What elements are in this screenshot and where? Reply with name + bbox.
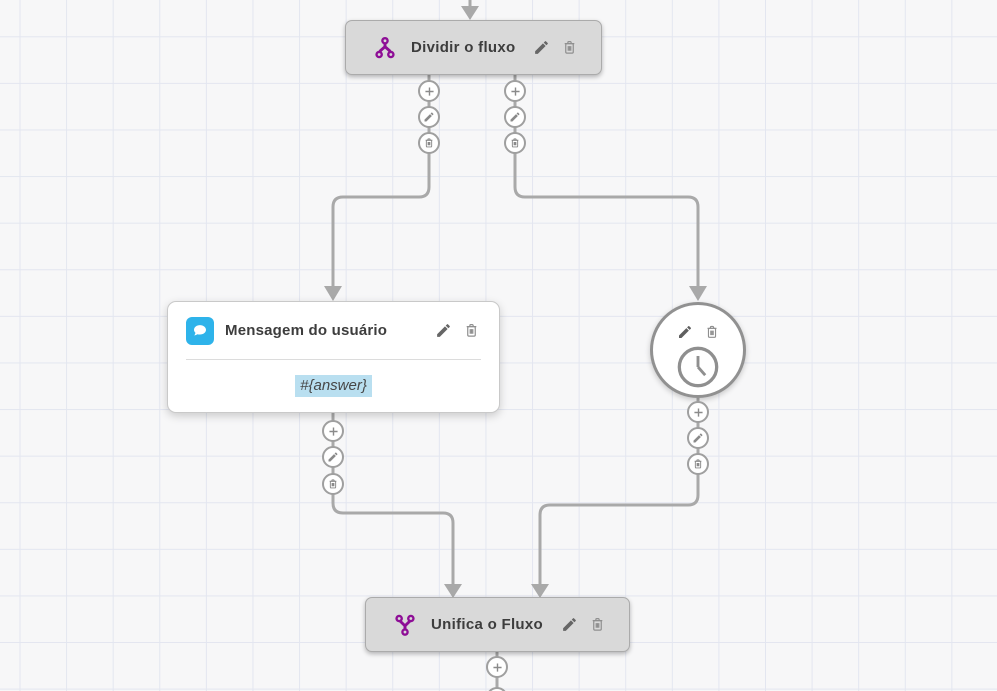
add-step-button[interactable] [504,80,526,102]
node-split-flow[interactable]: Dividir o fluxo [345,20,602,75]
arrowhead-into-merge-left [444,584,462,598]
add-step-button[interactable] [687,401,709,423]
trash-icon[interactable] [702,322,721,341]
add-step-button[interactable] [322,420,344,442]
chat-bubble-icon [186,316,214,345]
edit-connection-button[interactable] [322,446,344,468]
node-user-message[interactable]: Mensagem do usuário #{answer} [167,301,500,413]
connector-message-to-merge [331,413,455,585]
delete-connection-button[interactable] [418,132,440,154]
arrowhead-into-split [461,6,479,20]
merge-icon [392,612,418,638]
connector-split-to-message [331,75,431,287]
edit-icon[interactable] [560,615,579,634]
delete-connection-button[interactable] [687,453,709,475]
connector-timer-to-merge [538,398,700,585]
add-step-button[interactable] [486,656,508,678]
trash-icon[interactable] [462,321,481,340]
arrowhead-into-message [324,286,342,301]
edit-connection-button[interactable] [687,427,709,449]
trash-icon[interactable] [560,38,579,57]
node-merge-flow[interactable]: Unifica o Fluxo [365,597,630,652]
split-icon [372,35,398,61]
delete-connection-button[interactable] [322,473,344,495]
user-message-body: #{answer} [168,360,499,412]
arrowhead-into-merge-right [531,584,549,598]
node-title: Mensagem do usuário [225,322,388,339]
edit-icon[interactable] [675,322,694,341]
node-timer[interactable] [650,302,746,398]
add-step-button[interactable] [418,80,440,102]
edit-icon[interactable] [434,321,453,340]
answer-variable: #{answer} [295,374,372,398]
edit-icon[interactable] [532,38,551,57]
trash-icon[interactable] [588,615,607,634]
user-message-header: Mensagem do usuário [168,302,499,359]
node-title: Dividir o fluxo [411,39,516,56]
edit-connection-button[interactable] [504,106,526,128]
clock-icon [675,344,721,395]
arrowhead-into-timer [689,286,707,301]
node-title: Unifica o Fluxo [431,616,544,633]
delete-connection-button[interactable] [504,132,526,154]
edit-connection-button[interactable] [418,106,440,128]
card-divider [186,359,481,360]
connector-split-to-timer [513,75,700,287]
